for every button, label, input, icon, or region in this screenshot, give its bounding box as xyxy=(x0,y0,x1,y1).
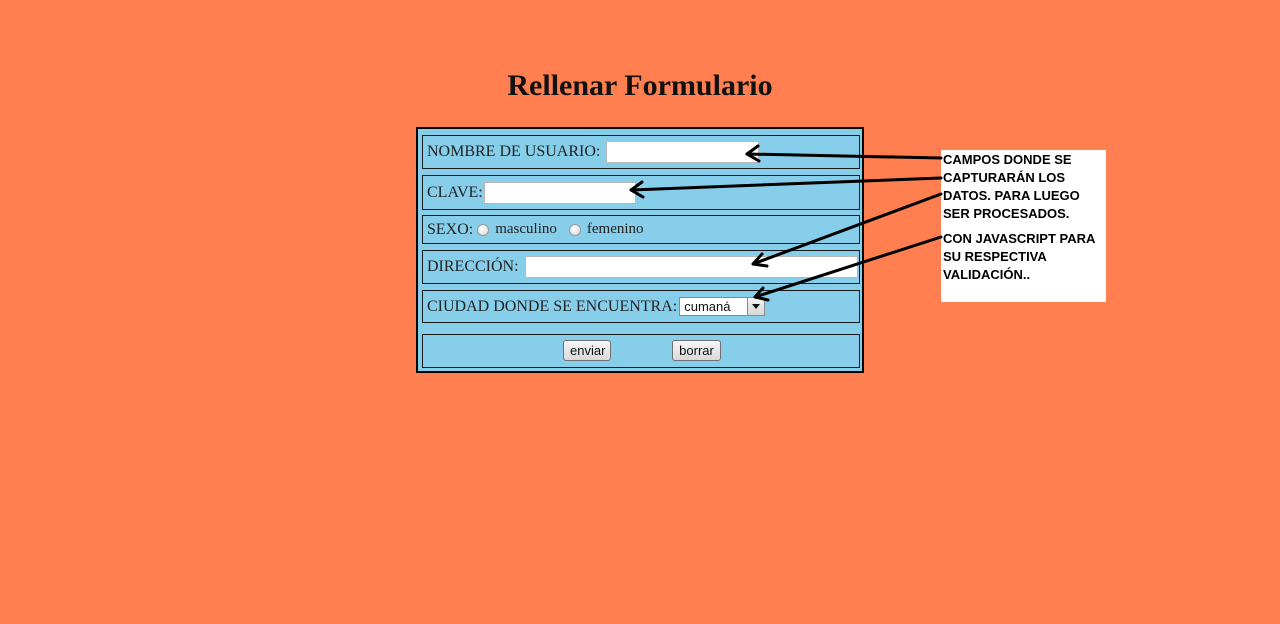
sex-row: SEXO: masculino femenino xyxy=(422,215,860,244)
password-label: CLAVE: xyxy=(427,183,483,201)
city-select[interactable]: cumaná xyxy=(679,297,766,316)
submit-button[interactable]: enviar xyxy=(563,340,611,361)
address-row: DIRECCIÓN: xyxy=(422,250,860,284)
annotation-paragraph-1: CAMPOS DONDE SE CAPTURARÁN LOS DATOS. PA… xyxy=(943,152,1080,221)
buttons-row: enviar borrar xyxy=(422,334,860,368)
city-row: CIUDAD DONDE SE ENCUENTRA: cumaná xyxy=(422,290,860,323)
sex-option-masculino-label: masculino xyxy=(495,221,557,237)
sex-radio-femenino[interactable] xyxy=(568,223,581,236)
registration-form: NOMBRE DE USUARIO: CLAVE: SEXO: masculin… xyxy=(416,127,864,373)
sex-option-femenino-label: femenino xyxy=(586,221,644,237)
page-title: Rellenar Formulario xyxy=(507,69,773,102)
city-label: CIUDAD DONDE SE ENCUENTRA: xyxy=(427,297,678,315)
username-label: NOMBRE DE USUARIO: xyxy=(427,143,601,160)
chevron-down-icon[interactable] xyxy=(747,298,765,315)
city-select-value: cumaná xyxy=(684,299,731,314)
sex-label: SEXO: xyxy=(427,220,474,238)
username-row: NOMBRE DE USUARIO: xyxy=(422,135,860,169)
password-row: CLAVE: xyxy=(422,175,860,210)
annotation-note: CAMPOS DONDE SE CAPTURARÁN LOS DATOS. PA… xyxy=(941,150,1106,302)
sex-radio-masculino[interactable] xyxy=(477,223,490,236)
address-label: DIRECCIÓN: xyxy=(427,258,519,275)
address-input[interactable] xyxy=(524,256,858,278)
reset-button[interactable]: borrar xyxy=(672,340,721,361)
password-input[interactable] xyxy=(483,181,636,204)
username-input[interactable] xyxy=(606,141,760,163)
annotation-paragraph-2: CON JAVASCRIPT PARA SU RESPECTIVA VALIDA… xyxy=(943,231,1095,282)
